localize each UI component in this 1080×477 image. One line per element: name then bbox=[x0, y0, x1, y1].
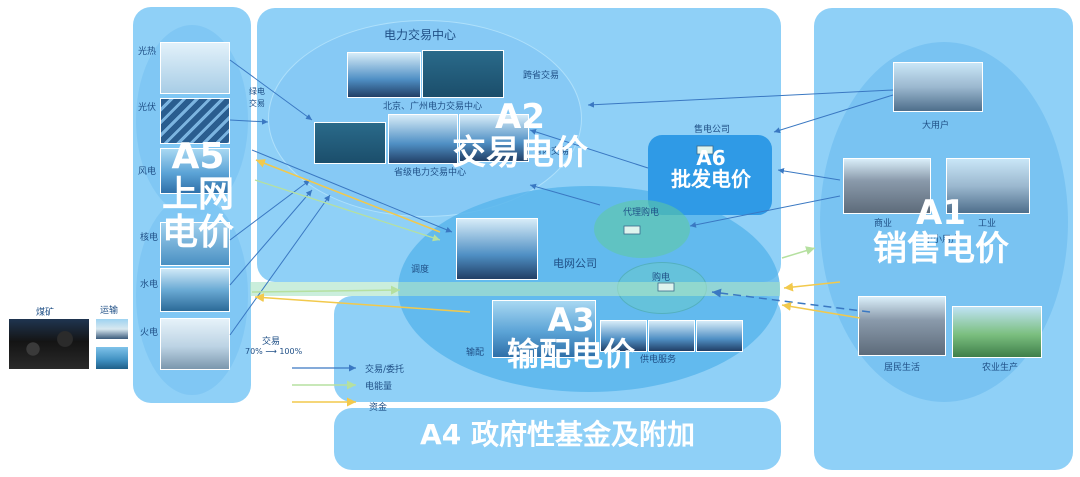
distribution-label: 输配 bbox=[466, 348, 485, 358]
a2-title: A2 交易电价 bbox=[435, 97, 605, 173]
provincial-photo-1 bbox=[314, 122, 386, 164]
solar-thermal-photo bbox=[160, 42, 230, 94]
a2-code: A2 bbox=[495, 97, 545, 137]
a4-title: A4 政府性基金及附加 bbox=[420, 418, 695, 451]
commercial-photo bbox=[843, 158, 931, 214]
trade-label: 交易 bbox=[262, 337, 281, 347]
legend-funds-label: 资金 bbox=[369, 403, 388, 413]
trading-hall-photo-2 bbox=[422, 50, 504, 98]
a1-code: A1 bbox=[916, 193, 966, 233]
dispatch-photo bbox=[456, 218, 538, 280]
a3-text: 输配电价 bbox=[506, 334, 635, 373]
coal-mine-label: 煤矿 bbox=[36, 308, 55, 318]
ship-photo bbox=[95, 346, 129, 370]
dispatch-label: 调度 bbox=[411, 265, 430, 275]
provincial-photo-3 bbox=[459, 114, 529, 162]
coal-mine-photo bbox=[8, 318, 90, 370]
trading-hall-photo-1 bbox=[347, 52, 421, 98]
transmission-photo bbox=[492, 300, 596, 358]
hydro-label: 水电 bbox=[140, 280, 159, 290]
large-users-label: 大用户 bbox=[922, 121, 950, 131]
industrial-photo bbox=[946, 158, 1030, 214]
nuclear-photo bbox=[160, 222, 230, 266]
a2-text: 交易电价 bbox=[452, 132, 588, 173]
service-photo-3 bbox=[696, 320, 743, 352]
agent-purchase-ellipse bbox=[594, 200, 690, 258]
a3-title: A3 输配电价 bbox=[486, 301, 656, 373]
hydro-photo bbox=[160, 268, 230, 312]
agricultural-photo bbox=[952, 306, 1042, 358]
a6-text: 批发电价 bbox=[671, 167, 751, 191]
small-medium-users-label: 中小用户 bbox=[924, 235, 961, 245]
a5-line1: 上网 bbox=[161, 173, 234, 215]
in-province-label: 省内交易 bbox=[533, 147, 570, 157]
a4-panel bbox=[334, 408, 781, 470]
a3-code: A3 bbox=[547, 301, 595, 339]
a5-code: A5 bbox=[171, 136, 225, 177]
a6-title: A6 批发电价 bbox=[655, 148, 767, 190]
nuclear-label: 核电 bbox=[140, 233, 159, 243]
a5-line2: 电价 bbox=[161, 211, 234, 253]
purchase-label: 购电 bbox=[652, 273, 671, 283]
agricultural-label: 农业生产 bbox=[982, 363, 1019, 373]
solar-thermal-label: 光热 bbox=[138, 47, 157, 57]
thermal-label: 火电 bbox=[140, 328, 159, 338]
trade-ratio-label: 70% ⟶ 100% bbox=[245, 347, 303, 356]
transport-label: 运输 bbox=[100, 306, 119, 316]
wind-photo bbox=[160, 148, 230, 194]
thermal-photo bbox=[160, 318, 230, 370]
photovoltaic-label: 光伏 bbox=[138, 103, 157, 113]
a6-code: A6 bbox=[696, 146, 726, 170]
energy-band bbox=[250, 282, 780, 296]
power-service-label: 供电服务 bbox=[640, 355, 677, 365]
a5-title: A5 上网 电价 bbox=[150, 138, 246, 251]
provincial-center-label: 省级电力交易中心 bbox=[394, 168, 467, 178]
trading-center-title: 电力交易中心 bbox=[384, 28, 457, 42]
service-photo-1 bbox=[600, 320, 647, 352]
a1-text: 销售电价 bbox=[873, 228, 1009, 269]
residential-label: 居民生活 bbox=[884, 363, 921, 373]
service-photo-2 bbox=[648, 320, 695, 352]
large-user-photo bbox=[893, 62, 983, 112]
provincial-photo-2 bbox=[388, 114, 458, 164]
commercial-label: 商业 bbox=[874, 219, 893, 229]
agent-purchase-label: 代理购电 bbox=[623, 208, 660, 218]
cross-province-label: 跨省交易 bbox=[523, 71, 560, 81]
residential-photo bbox=[858, 296, 946, 356]
wind-label: 风电 bbox=[138, 167, 157, 177]
legend-trade-label: 交易/委托 bbox=[365, 365, 405, 375]
industrial-label: 工业 bbox=[978, 219, 997, 229]
legend-energy-label: 电能量 bbox=[365, 382, 393, 392]
a1-title: A1 销售电价 bbox=[856, 193, 1026, 269]
grid-company-label: 电网公司 bbox=[553, 257, 597, 270]
retail-company-label: 售电公司 bbox=[694, 125, 731, 135]
truck-photo bbox=[95, 318, 129, 340]
photovoltaic-photo bbox=[160, 98, 230, 144]
green-trade-label: 绿电 交易 bbox=[249, 87, 265, 108]
national-center-label: 北京、广州电力交易中心 bbox=[383, 102, 483, 112]
